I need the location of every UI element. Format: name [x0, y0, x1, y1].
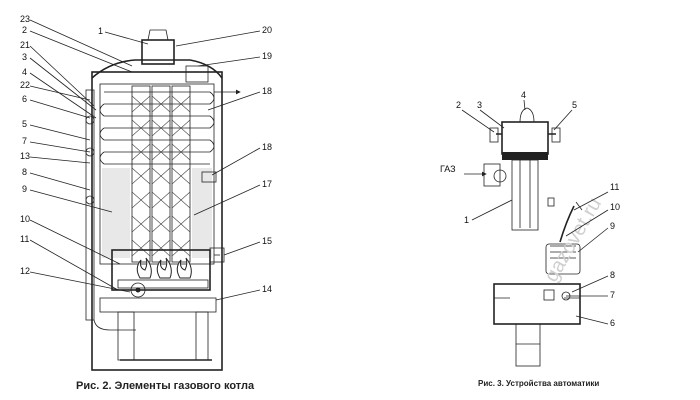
callout-18b: 18 [262, 142, 272, 152]
draft-diverter [141, 39, 175, 65]
gas-label: ГАЗ [440, 164, 456, 174]
callout-1: 1 [98, 26, 103, 36]
callout-10: 10 [20, 214, 30, 224]
callout-19: 19 [262, 51, 272, 61]
flue-tubes [131, 85, 191, 263]
callout-13: 13 [20, 151, 30, 161]
lower-body [493, 283, 581, 325]
callout-r1: 1 [464, 215, 469, 225]
main-burner [117, 279, 209, 289]
callout-23: 23 [20, 14, 30, 24]
callout-21: 21 [20, 40, 30, 50]
callout-r8: 8 [610, 270, 615, 280]
right-callouts: 2 3 4 5 1 11 10 9 8 7 6 [456, 90, 620, 328]
callout-6: 6 [22, 94, 27, 104]
callout-12: 12 [20, 266, 30, 276]
right-leader-lines [461, 99, 609, 325]
burner-flames [136, 257, 192, 279]
automatic-device-drawing [464, 107, 583, 367]
left-leader-lines [29, 19, 261, 301]
heat-exchanger-coil [99, 91, 215, 165]
valve-body [511, 159, 539, 231]
callout-14: 14 [262, 284, 272, 294]
callout-r3: 3 [477, 100, 482, 110]
water-fill [102, 168, 212, 258]
callout-r5: 5 [572, 100, 577, 110]
sensor-box [201, 171, 217, 183]
boiler-casing [91, 71, 223, 371]
callout-r10: 10 [610, 202, 620, 212]
callout-11: 11 [20, 234, 29, 244]
thermostat-box [185, 65, 209, 83]
callout-20: 20 [262, 25, 272, 35]
left-callouts: 23 2 21 3 4 22 6 5 7 13 8 9 10 11 12 1 2… [20, 14, 272, 294]
callout-18a: 18 [262, 86, 272, 96]
gas-inlet-nut [483, 163, 501, 187]
callout-r11: 11 [610, 182, 619, 192]
callout-r2: 2 [456, 100, 461, 110]
callout-9: 9 [22, 184, 27, 194]
gas-valve [130, 282, 146, 298]
boiler-drawing [85, 29, 241, 371]
callout-r9: 9 [610, 221, 615, 231]
callout-3: 3 [22, 52, 27, 62]
valve-head [501, 121, 549, 155]
figure1-caption: Рис. 2. Элементы газового котла [76, 380, 255, 392]
magnet-unit [545, 243, 581, 275]
callout-r7: 7 [610, 290, 615, 300]
combustion-chamber [111, 249, 211, 291]
callout-4: 4 [22, 67, 27, 77]
callout-17: 17 [262, 179, 272, 189]
outlet-pipe [515, 323, 541, 367]
figure2-caption: Рис. 3. Устройства автоматики [478, 379, 599, 388]
callout-r6: 6 [610, 318, 615, 328]
top-cap [519, 107, 535, 123]
callout-r4: 4 [521, 90, 526, 100]
flue-hood [91, 59, 223, 79]
callout-8: 8 [22, 167, 27, 177]
callout-5: 5 [22, 119, 27, 129]
callout-22: 22 [20, 80, 30, 90]
callout-15: 15 [262, 236, 272, 246]
callout-2: 2 [22, 25, 27, 35]
callout-7: 7 [22, 136, 27, 146]
